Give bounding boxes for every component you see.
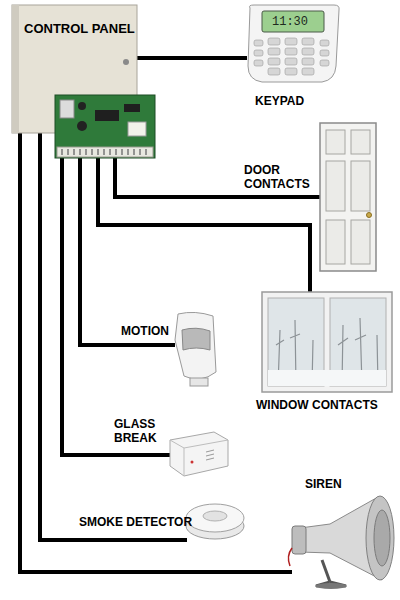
glass-break-grille bbox=[206, 450, 214, 460]
glass-break-edges bbox=[170, 440, 228, 476]
key bbox=[254, 60, 263, 66]
key bbox=[285, 38, 297, 45]
smoke-center bbox=[203, 511, 227, 521]
siren-driver bbox=[292, 526, 306, 554]
door-panel bbox=[326, 220, 345, 264]
display-time: 11:30 bbox=[272, 15, 308, 29]
window-frame bbox=[262, 292, 392, 392]
capacitor bbox=[78, 102, 86, 110]
device-label: SIREN bbox=[305, 477, 365, 491]
key bbox=[320, 40, 329, 46]
signal-wire bbox=[20, 133, 290, 572]
key bbox=[285, 48, 297, 55]
terminal-strip bbox=[57, 147, 153, 157]
door-panel bbox=[351, 161, 370, 211]
snow-ground bbox=[268, 370, 386, 386]
chip bbox=[95, 110, 119, 121]
glass-break-device: GLASS BREAK bbox=[168, 432, 228, 476]
key bbox=[285, 68, 297, 75]
device-label: DOOR CONTACTS bbox=[244, 163, 318, 191]
siren-stand bbox=[316, 560, 346, 586]
device-label: WINDOW CONTACTS bbox=[256, 398, 396, 412]
keypad-keys bbox=[254, 38, 329, 75]
door-panel bbox=[326, 161, 345, 211]
door-knob bbox=[367, 213, 372, 218]
glass-break-body bbox=[170, 432, 228, 476]
door-slab bbox=[320, 123, 376, 271]
key bbox=[302, 48, 314, 55]
status-led bbox=[191, 461, 194, 464]
key bbox=[285, 58, 297, 65]
key bbox=[320, 50, 329, 56]
door-panel bbox=[326, 130, 345, 154]
siren-lead bbox=[288, 548, 292, 566]
cabinet-lock bbox=[123, 59, 129, 65]
key bbox=[302, 58, 314, 65]
window-device: WINDOW CONTACTS bbox=[262, 292, 392, 392]
motion-base bbox=[190, 378, 208, 386]
smoke-cover bbox=[186, 504, 244, 532]
circuit-board bbox=[55, 95, 155, 158]
key bbox=[302, 68, 314, 75]
device-label: MOTION bbox=[111, 324, 169, 338]
key bbox=[268, 58, 280, 65]
device-label: SMOKE DETECTOR bbox=[79, 515, 183, 529]
siren-mouth bbox=[374, 510, 390, 566]
signal-wire bbox=[62, 133, 168, 455]
cabinet-edge bbox=[12, 5, 19, 133]
device-label: KEYPAD bbox=[255, 94, 335, 108]
chip bbox=[124, 104, 140, 112]
device-label: CONTROL PANEL bbox=[24, 22, 134, 36]
control-panel: CONTROL PANEL bbox=[12, 5, 137, 133]
key bbox=[254, 40, 263, 46]
siren-foot bbox=[315, 583, 347, 589]
door-panel bbox=[351, 130, 370, 154]
key bbox=[268, 38, 280, 45]
key bbox=[302, 38, 314, 45]
signal-wire bbox=[40, 133, 185, 540]
keypad-body bbox=[248, 5, 339, 82]
motion-device: MOTION bbox=[173, 312, 217, 386]
door-panels bbox=[326, 130, 370, 264]
connector-block bbox=[128, 122, 146, 136]
terminal-screws bbox=[62, 149, 146, 155]
signal-wire bbox=[137, 56, 245, 60]
smoke-detector-device: SMOKE DETECTOR bbox=[185, 500, 245, 542]
siren-device: SIREN bbox=[290, 495, 395, 590]
motion-body bbox=[175, 312, 216, 379]
signal-wire bbox=[80, 133, 173, 345]
siren-bell bbox=[366, 496, 394, 580]
relay bbox=[60, 100, 74, 118]
door-device: DOOR CONTACTS bbox=[320, 123, 376, 271]
motion-lens bbox=[182, 328, 210, 350]
panel-cabinet bbox=[12, 5, 137, 133]
key bbox=[268, 68, 280, 75]
key bbox=[320, 60, 329, 66]
key bbox=[254, 50, 263, 56]
keypad-display bbox=[262, 11, 324, 32]
device-label: GLASS BREAK bbox=[114, 417, 164, 445]
door-panel bbox=[351, 220, 370, 264]
capacitor bbox=[77, 121, 87, 131]
key bbox=[268, 48, 280, 55]
